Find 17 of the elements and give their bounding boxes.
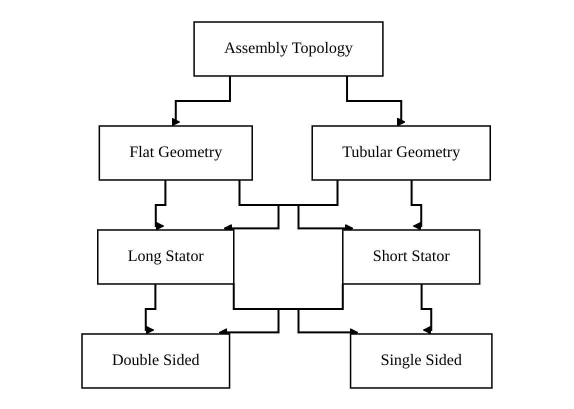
node-box: Single Sided (350, 332, 493, 388)
arrow (171, 76, 232, 126)
node-box: Assembly Topology (193, 20, 384, 76)
arrow (420, 284, 432, 334)
node-box: Long Stator (97, 228, 235, 284)
arrow (218, 283, 344, 336)
node-box: Short Stator (342, 228, 480, 284)
node-box: Flat Geometry (98, 124, 253, 180)
arrow (154, 180, 166, 230)
arrow (224, 180, 339, 232)
arrow (346, 76, 406, 126)
arrow (144, 284, 156, 334)
arrow (238, 180, 354, 232)
node-box: Double Sided (81, 332, 230, 388)
arrow (232, 283, 358, 336)
arrow (410, 180, 422, 230)
node-box: Tubular Geometry (312, 124, 492, 180)
